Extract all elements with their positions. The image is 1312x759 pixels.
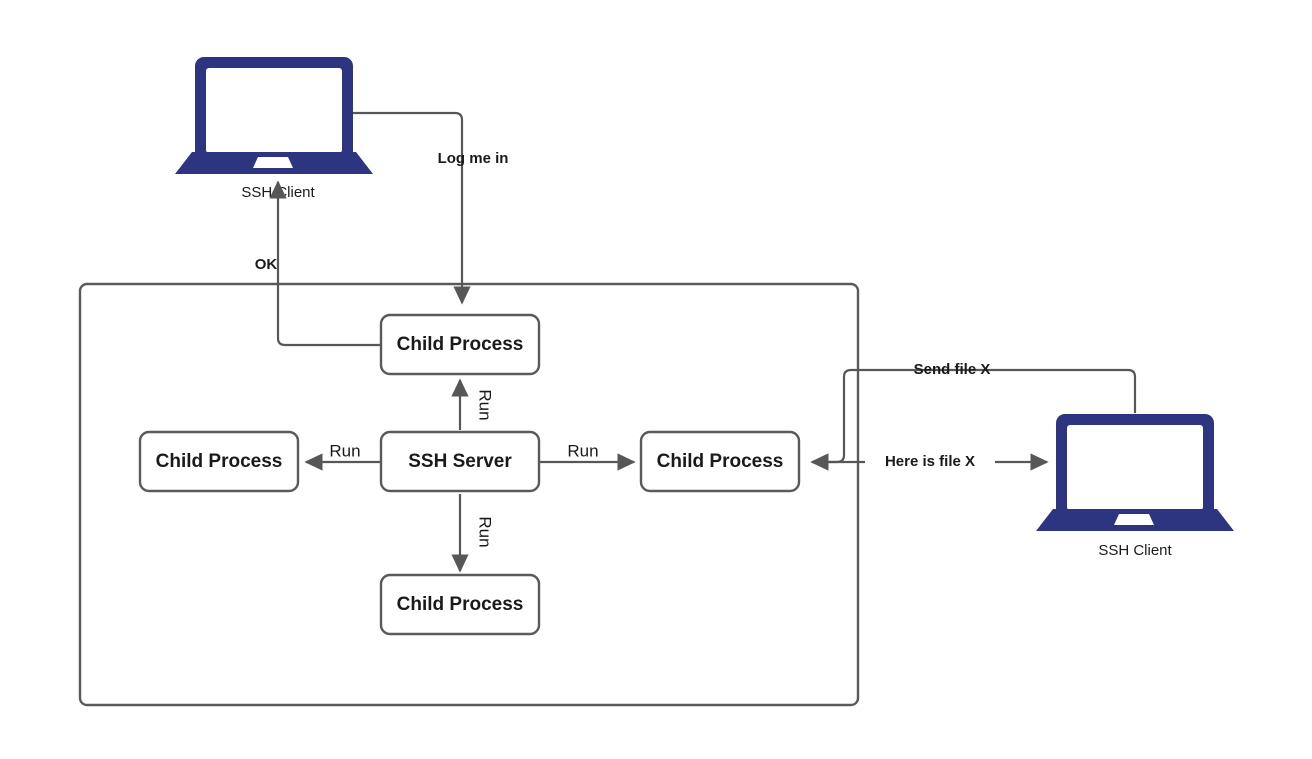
- node-bottom-child-process[interactable]: Child Process: [379, 573, 541, 636]
- edge-label-send-file-x: Send file X: [914, 361, 991, 378]
- node-ssh-server-label: SSH Server: [408, 451, 512, 472]
- right-laptop-notch: [1114, 514, 1154, 525]
- edge-ok: [269, 180, 381, 347]
- node-left-child-process-label: Child Process: [156, 451, 283, 472]
- right-laptop-label: SSH Client: [1098, 542, 1172, 559]
- node-left-child-process[interactable]: Child Process: [138, 430, 300, 493]
- node-ssh-server-box[interactable]: [379, 430, 541, 493]
- node-right-child-process-label: Child Process: [657, 451, 784, 472]
- server-boundary-box: [78, 282, 860, 707]
- node-bottom-child-process-label: Child Process: [397, 594, 524, 615]
- edge-label-run-left: Run: [329, 441, 360, 460]
- node-top-child-process-label: Child Process: [397, 334, 524, 355]
- node-top-child-process-box[interactable]: [379, 313, 541, 376]
- left-laptop-notch: [253, 157, 293, 168]
- edge-label-run-down: Run: [476, 516, 495, 547]
- node-top-child-process[interactable]: Child Process: [379, 313, 541, 376]
- node-right-child-process-box[interactable]: [639, 430, 801, 493]
- edge-label-log-me-in: Log me in: [438, 150, 509, 167]
- right-laptop-screen: [1067, 425, 1203, 510]
- left-laptop-icon: [175, 57, 373, 174]
- node-ssh-server[interactable]: SSH Server: [379, 430, 541, 493]
- edge-label-run-right: Run: [567, 441, 598, 460]
- node-right-child-process[interactable]: Child Process: [639, 430, 801, 493]
- node-left-child-process-box[interactable]: [138, 430, 300, 493]
- edge-log-me-in: [353, 111, 471, 305]
- node-bottom-child-process-box[interactable]: [379, 573, 541, 636]
- left-laptop-screen: [206, 68, 342, 153]
- edge-label-run-up: Run: [476, 389, 495, 420]
- edge-label-ok: OK: [255, 256, 278, 273]
- edge-label-here-is-file-x-text: Here is file X: [885, 453, 975, 470]
- here-is-file-x-label-backdrop: [865, 452, 995, 472]
- right-laptop-icon: [1036, 414, 1234, 531]
